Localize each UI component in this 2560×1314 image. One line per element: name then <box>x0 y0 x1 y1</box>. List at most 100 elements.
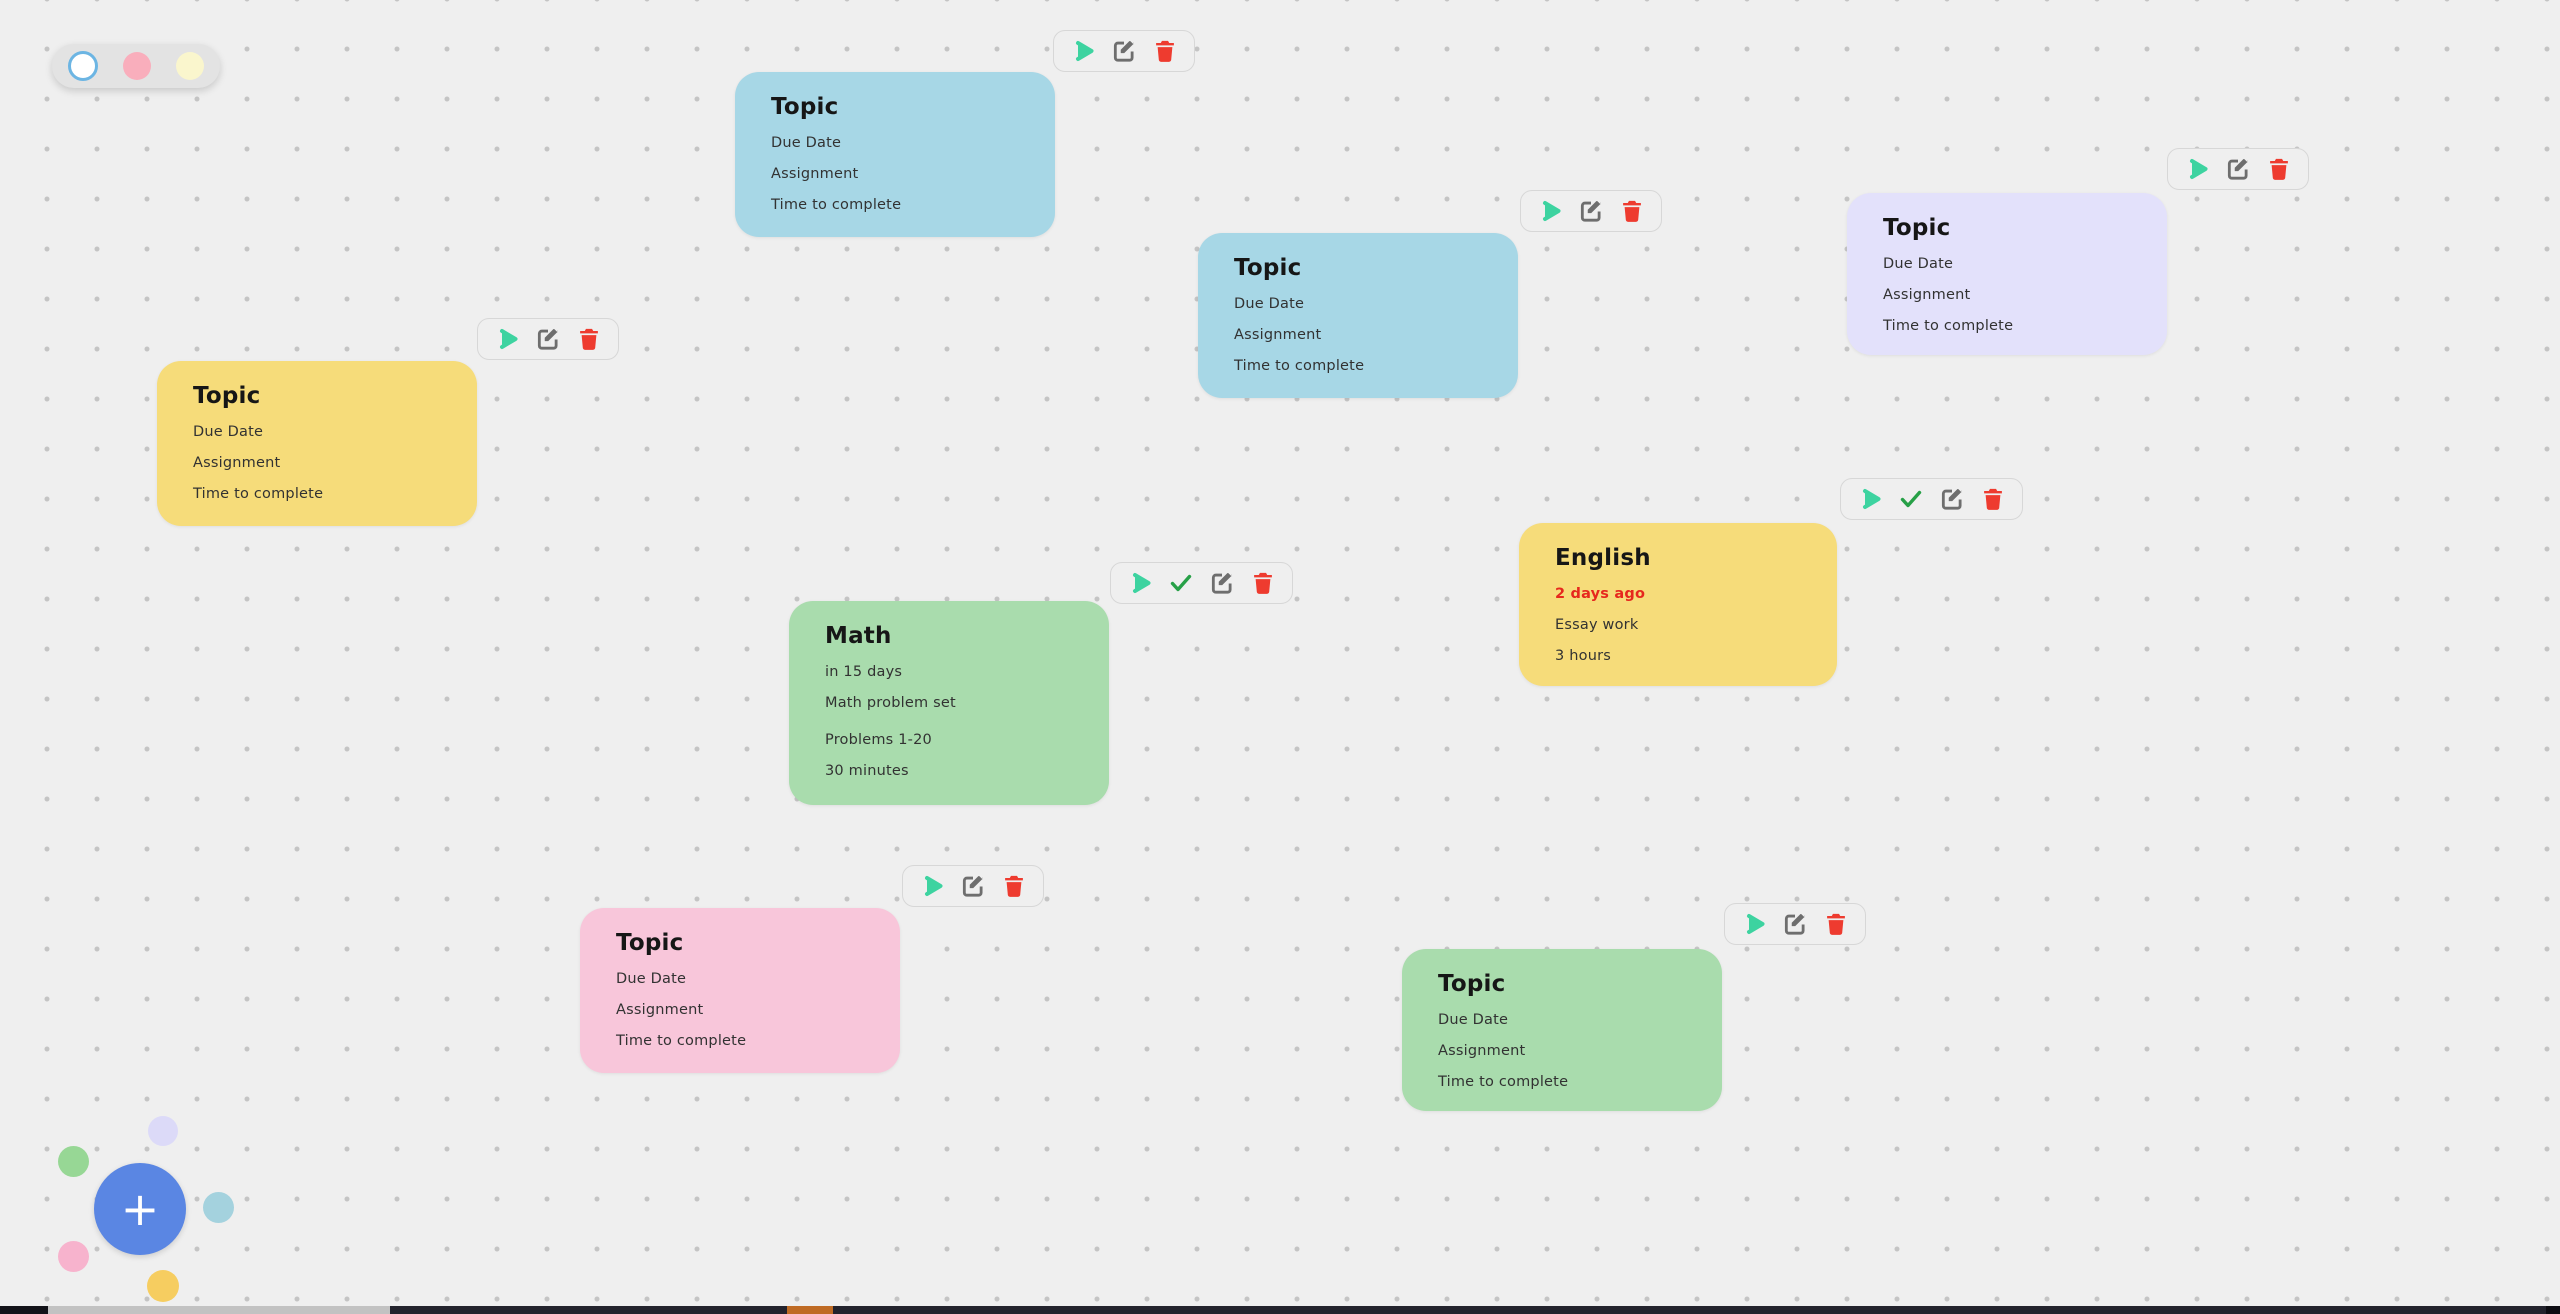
play-icon <box>1747 914 1765 934</box>
card-time-to-complete: Time to complete <box>771 197 902 213</box>
card-assignment: Assignment <box>1883 287 1971 303</box>
play-icon <box>500 329 518 349</box>
card-time-to-complete: Time to complete <box>1883 318 2014 334</box>
edit-button[interactable] <box>1782 911 1808 937</box>
trash-icon <box>2270 158 2288 180</box>
trash-icon <box>580 328 598 350</box>
edit-button[interactable] <box>1939 486 1965 512</box>
play-button[interactable] <box>1741 911 1767 937</box>
card-due-date: Due Date <box>1883 256 1954 272</box>
note-card[interactable]: English 2 days ago Essay work 3 hours <box>1519 523 1837 686</box>
play-icon <box>1076 41 1094 61</box>
note-card[interactable]: Topic Due Date Assignment Time to comple… <box>580 908 900 1073</box>
taskbar-right-segment <box>2546 1306 2560 1314</box>
delete-button[interactable] <box>576 326 602 352</box>
trash-icon <box>1827 913 1845 935</box>
card-time-to-complete: Time to complete <box>1438 1074 1569 1090</box>
card-toolbar <box>477 318 619 360</box>
delete-button[interactable] <box>1001 873 1027 899</box>
play-button[interactable] <box>1857 486 1883 512</box>
play-button[interactable] <box>1537 198 1563 224</box>
delete-button[interactable] <box>1152 38 1178 64</box>
card-assignment-detail: Problems 1-20 <box>825 732 932 748</box>
edit-icon <box>962 876 983 897</box>
play-button[interactable] <box>1127 570 1153 596</box>
taskbar-edge <box>0 1306 2560 1314</box>
trash-icon <box>1254 572 1272 594</box>
card-title: English <box>1555 545 1651 571</box>
card-toolbar <box>1724 903 1866 945</box>
card-due-date: Due Date <box>771 135 842 151</box>
bubble-yellow <box>147 1270 179 1302</box>
check-icon <box>1170 574 1192 592</box>
edit-icon <box>1784 914 1805 935</box>
play-button[interactable] <box>1070 38 1096 64</box>
play-button[interactable] <box>919 873 945 899</box>
edit-button[interactable] <box>1111 38 1137 64</box>
edit-button[interactable] <box>1209 570 1235 596</box>
play-button[interactable] <box>2184 156 2210 182</box>
play-icon <box>1133 573 1151 593</box>
card-due-date: 2 days ago <box>1555 586 1646 602</box>
card-due-date: Due Date <box>616 971 687 987</box>
delete-button[interactable] <box>1823 911 1849 937</box>
check-icon <box>1900 490 1922 508</box>
card-assignment: Assignment <box>771 166 859 182</box>
card-toolbar <box>1520 190 1662 232</box>
play-icon <box>925 876 943 896</box>
delete-button[interactable] <box>1980 486 2006 512</box>
delete-button[interactable] <box>1619 198 1645 224</box>
edit-button[interactable] <box>535 326 561 352</box>
complete-button[interactable] <box>1898 486 1924 512</box>
note-card[interactable]: Topic Due Date Assignment Time to comple… <box>1402 949 1722 1111</box>
color-swatch-yellow[interactable] <box>176 52 204 80</box>
trash-icon <box>1984 488 2002 510</box>
trash-icon <box>1623 200 1641 222</box>
note-card[interactable]: Math in 15 days Math problem set Problem… <box>789 601 1109 805</box>
card-toolbar <box>1840 478 2023 520</box>
card-time-to-complete: Time to complete <box>616 1033 747 1049</box>
card-toolbar <box>902 865 1044 907</box>
card-assignment: Essay work <box>1555 617 1639 633</box>
play-icon <box>2190 159 2208 179</box>
play-button[interactable] <box>494 326 520 352</box>
card-assignment: Assignment <box>616 1002 704 1018</box>
edit-button[interactable] <box>2225 156 2251 182</box>
play-icon <box>1863 489 1881 509</box>
card-time-to-complete: Time to complete <box>193 486 324 502</box>
card-time-to-complete: Time to complete <box>1234 358 1365 374</box>
note-card[interactable]: Topic Due Date Assignment Time to comple… <box>1198 233 1518 398</box>
card-due-date: Due Date <box>1234 296 1305 312</box>
card-due-date: in 15 days <box>825 664 903 680</box>
card-due-date: Due Date <box>193 424 264 440</box>
edit-icon <box>2227 159 2248 180</box>
taskbar-accent-segment <box>787 1306 833 1314</box>
card-title: Topic <box>616 930 684 956</box>
card-time-to-complete: 3 hours <box>1555 648 1612 664</box>
card-title: Topic <box>1234 255 1302 281</box>
card-time-to-complete: 30 minutes <box>825 763 909 779</box>
taskbar-left-segment <box>0 1306 48 1314</box>
delete-button[interactable] <box>1250 570 1276 596</box>
add-card-button[interactable]: + <box>94 1163 186 1255</box>
color-swatch-white[interactable] <box>68 51 98 81</box>
card-title: Math <box>825 623 892 649</box>
note-card[interactable]: Topic Due Date Assignment Time to comple… <box>1847 193 2167 355</box>
card-toolbar <box>1110 562 1293 604</box>
color-swatch-pink[interactable] <box>123 52 151 80</box>
delete-button[interactable] <box>2266 156 2292 182</box>
taskbar-thumb-segment <box>48 1306 390 1314</box>
complete-button[interactable] <box>1168 570 1194 596</box>
note-card[interactable]: Topic Due Date Assignment Time to comple… <box>157 361 477 526</box>
card-title: Topic <box>1438 971 1506 997</box>
edit-button[interactable] <box>1578 198 1604 224</box>
card-title: Topic <box>1883 215 1951 241</box>
edit-button[interactable] <box>960 873 986 899</box>
note-card[interactable]: Topic Due Date Assignment Time to comple… <box>735 72 1055 237</box>
trash-icon <box>1156 40 1174 62</box>
card-assignment: Assignment <box>193 455 281 471</box>
bubble-lavender <box>148 1116 178 1146</box>
note-color-picker <box>52 44 220 88</box>
bubble-pink <box>58 1241 89 1272</box>
edit-icon <box>1580 201 1601 222</box>
